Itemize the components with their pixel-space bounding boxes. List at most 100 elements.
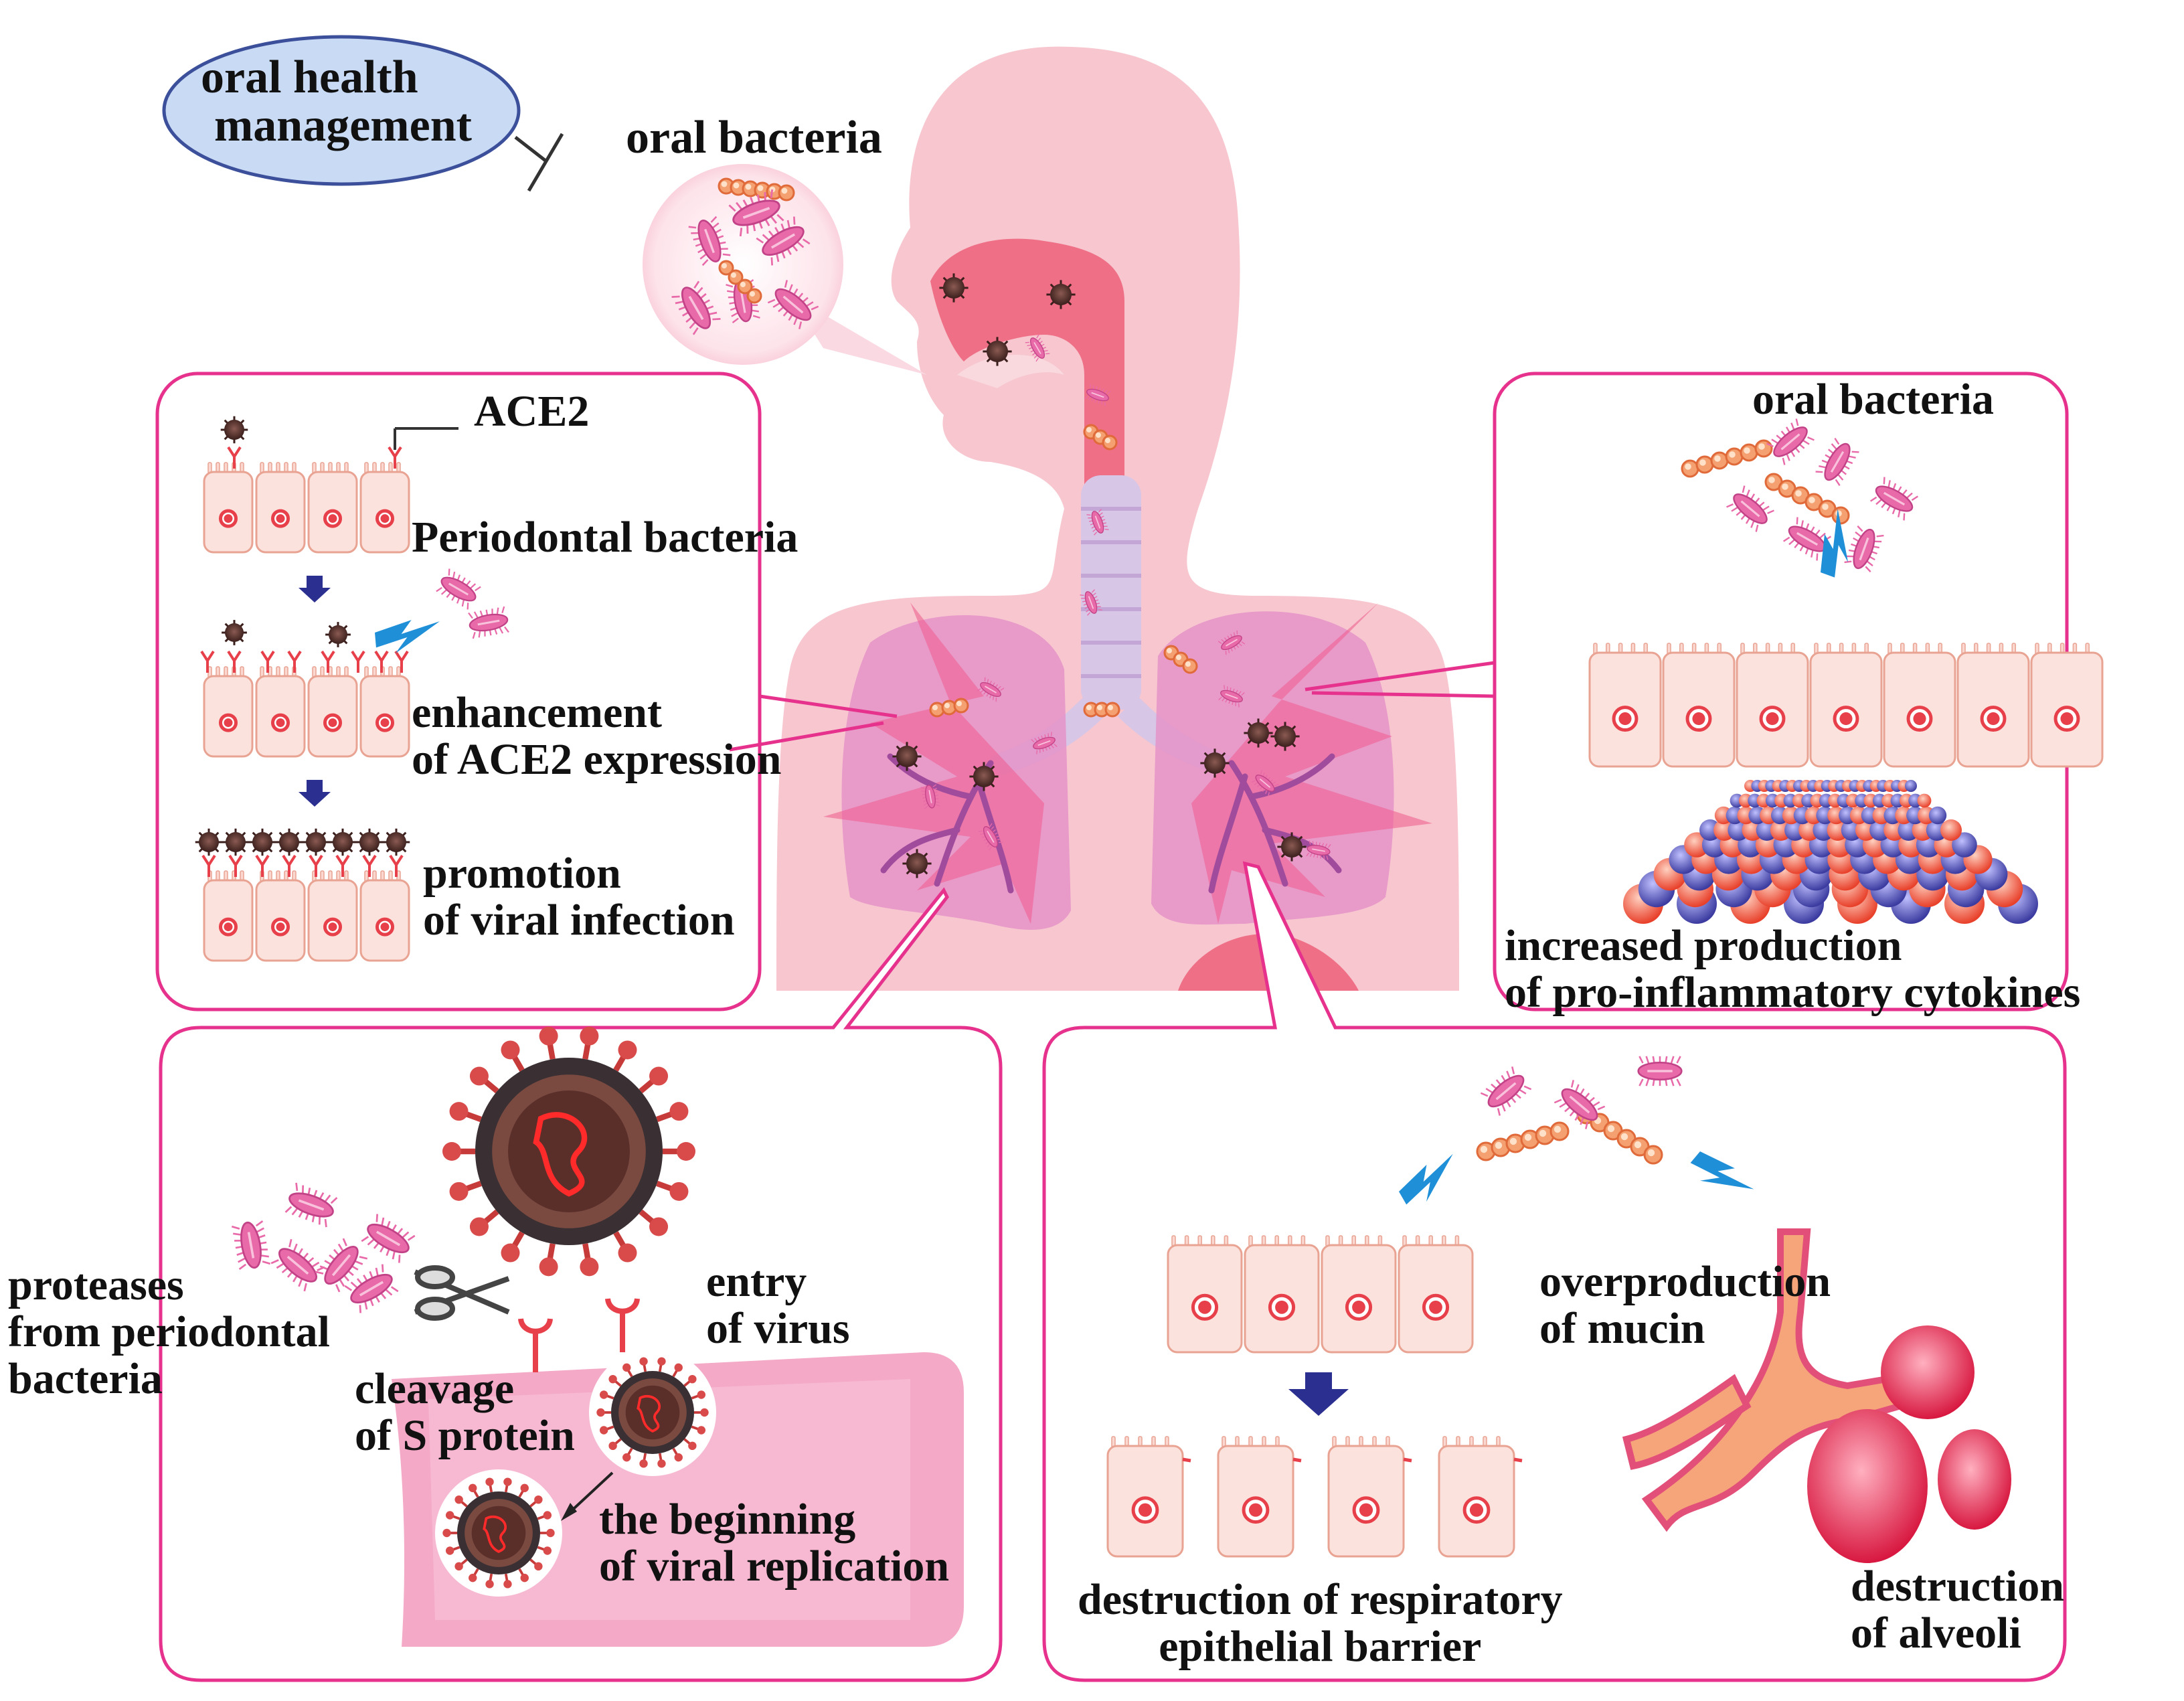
rod-bacterium-icon [270,1238,325,1292]
ace2-receptor-icon [351,650,365,673]
body-microbes [892,273,1331,878]
rod-bacterium-icon [1251,770,1279,797]
epithelial-cell-icon [1809,643,1883,768]
ace2-receptor-icon [321,650,335,673]
ace2-receptor-icon [394,650,409,673]
virus-particle-icon [382,828,410,856]
rod-bacterium-icon [920,784,940,809]
rod-bacterium-icon [1869,477,1919,521]
mucin-label: overproduction of mucin [1539,1257,1831,1353]
coronavirus-icon [442,1477,555,1589]
cytokines-label: increased production of pro-inflammatory… [1505,921,2081,1017]
human-body [776,46,1459,991]
virus-particle-icon [1200,748,1230,778]
epithelial-cell-icon [1217,1436,1302,1558]
rod-bacterium-icon [1815,437,1859,487]
rod-bacterium-icon [1031,732,1058,754]
virus-particle-icon [969,762,999,791]
epithelial-cell-icon [359,870,410,962]
epithelial-cell-icon [1327,1436,1412,1558]
epithelial-cell-icon [1438,1436,1523,1558]
periodontal-bacteria-label: Periodontal bacteria [412,513,799,562]
panel-ace2-expression [195,416,509,962]
rod-bacterium-icon [1480,1066,1532,1116]
cytokine-particle-icon [1928,806,1947,825]
cytokine-particle-icon [1684,832,1709,858]
rod-bacterium-icon [361,1214,416,1263]
panel-cytokines [1588,418,2104,924]
beginning-label: the beginning of viral replication [599,1495,950,1591]
virus-particle-icon [222,620,247,645]
rod-bacterium-icon [728,189,784,237]
epithelial-cell-icon [2030,643,2104,768]
virus-particle-icon [275,828,303,856]
rod-bacterium-icon [1726,485,1774,532]
epithelial-cell-icon [1398,1235,1474,1354]
destruction-barrier-label: destruction of respiratory epithelial ba… [1078,1575,1563,1671]
oral-bacteria-top-label: oral bacteria [626,112,882,163]
epithelial-cell-icon [1106,1436,1191,1558]
oral-bacteria-bubble [643,164,927,375]
virus-particle-icon [329,828,357,856]
rod-bacterium-icon [1217,630,1246,655]
destruction-alveoli-label: destruction of alveoli [1851,1562,2064,1657]
cleavage-label: cleavage of S protein [355,1364,575,1460]
virus-particle-icon [222,828,250,856]
epithelial-cell-icon [359,462,410,554]
ace2-receptor-icon [362,854,377,877]
lightning-bolt-icon [375,620,440,654]
rod-bacterium-icon [1025,334,1050,362]
cocci-chain-icon [718,177,795,201]
scissors-icon [414,1265,510,1321]
promotion-label: promotion of viral infection [423,849,735,945]
virus-particle-icon [1244,718,1273,748]
rod-bacterium-icon [1086,509,1109,536]
rod-bacterium-icon [231,1220,271,1271]
down-arrow-icon [1288,1372,1349,1416]
rod-bacterium-icon [978,823,1003,851]
rod-bacterium-icon [1637,1056,1683,1086]
rod-bacterium-icon [688,216,731,266]
ace2-label: ACE2 [474,387,590,436]
rod-bacterium-icon [284,1182,338,1228]
rod-bacterium-icon [1080,589,1102,616]
oral-bacteria-right-label: oral bacteria [1752,375,1995,424]
ace2-receptor-icon [389,854,404,877]
epithelial-cell-icon [307,666,358,758]
virus-particle-icon [902,849,932,878]
ace2-receptor-icon [335,854,350,877]
epithelial-cell-icon [1244,1235,1320,1354]
rod-bacterium-icon [1306,840,1331,860]
rod-bacterium-icon [436,568,481,610]
cocci-chain-icon [718,260,762,304]
virus-particle-icon [355,828,384,856]
lightning-bolt-icon [1690,1151,1754,1190]
rod-bacterium-icon [1844,525,1884,573]
rod-bacterium-icon [977,677,1005,702]
lightning-bolt-icon [1399,1153,1453,1205]
rod-bacterium-icon [315,1238,368,1293]
ace2-receptor-icon [374,650,389,673]
oral-health-management-ellipse [162,35,564,192]
coronavirus-icon [596,1357,709,1468]
virus-particle-icon [302,828,330,856]
ace2-receptor-icon [228,854,243,877]
epithelial-cell-icon [1167,1235,1243,1354]
oral-health-management-label: oral health management [201,52,472,151]
ace2-receptor-icon [388,446,402,469]
epithelial-cell-icon [203,462,254,554]
down-arrow-icon [299,780,331,807]
virus-particle-icon [248,828,276,856]
proteases-label: proteases from periodontal bacteria [8,1261,330,1403]
rod-bacterium-icon [1782,517,1832,561]
virus-particle-icon [220,416,248,444]
rod-bacterium-icon [767,280,819,329]
epithelial-cell-icon [255,666,306,758]
cytokine-particle-icon [1952,832,1977,858]
rod-bacterium-icon [1766,418,1815,465]
epithelial-cell-icon [1956,643,2030,768]
epithelial-cell-icon [1736,643,1809,768]
rod-bacterium-icon [1553,1080,1606,1129]
